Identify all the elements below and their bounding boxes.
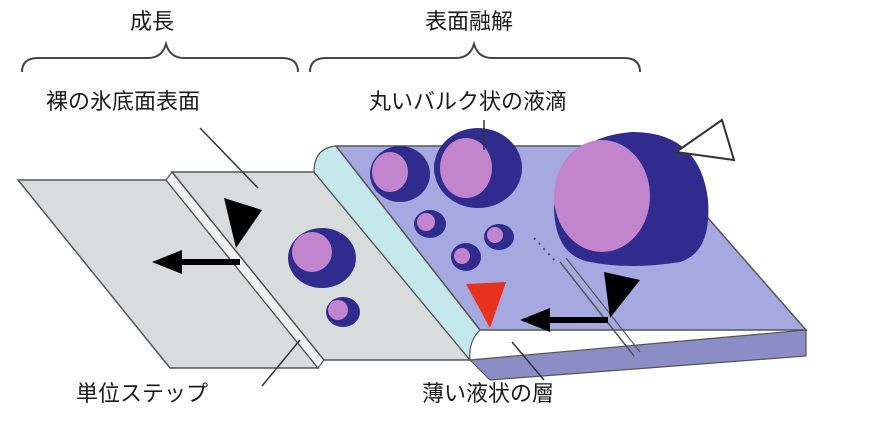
brace-growth — [21, 40, 299, 73]
droplet — [414, 210, 446, 238]
leader-bare-surface — [199, 127, 259, 189]
label-surface-melting: 表面融解 — [425, 10, 514, 35]
step-marker-triangle — [224, 198, 262, 248]
liquid-step-marker-triangle — [604, 272, 640, 318]
melting-arrow — [520, 308, 608, 332]
red-triangle-marker — [466, 282, 506, 328]
growth-arrow — [152, 250, 240, 274]
droplet — [326, 297, 360, 327]
brace-surface-melting — [309, 40, 641, 73]
liquid-layer-front-face — [468, 329, 807, 381]
label-bare-basal-surface: 裸の氷底面表面 — [46, 90, 201, 115]
label-round-bulk-droplets: 丸いバルク状の液滴 — [369, 90, 568, 115]
liquid-step-trace — [559, 261, 635, 357]
droplet-large — [554, 132, 709, 266]
white-triangle-marker — [673, 118, 736, 162]
droplet — [451, 243, 481, 271]
leader-unit-step — [261, 339, 301, 387]
droplet — [484, 224, 514, 250]
liquid-step-trace-2 — [565, 257, 641, 353]
droplet — [434, 128, 522, 208]
leader-thin-layer — [511, 341, 545, 381]
droplet — [370, 146, 430, 202]
label-unit-step: 単位ステップ — [76, 382, 209, 407]
label-growth: 成長 — [130, 10, 175, 35]
label-thin-liquid-layer: 薄い液状の層 — [422, 382, 555, 407]
droplet — [288, 228, 356, 288]
